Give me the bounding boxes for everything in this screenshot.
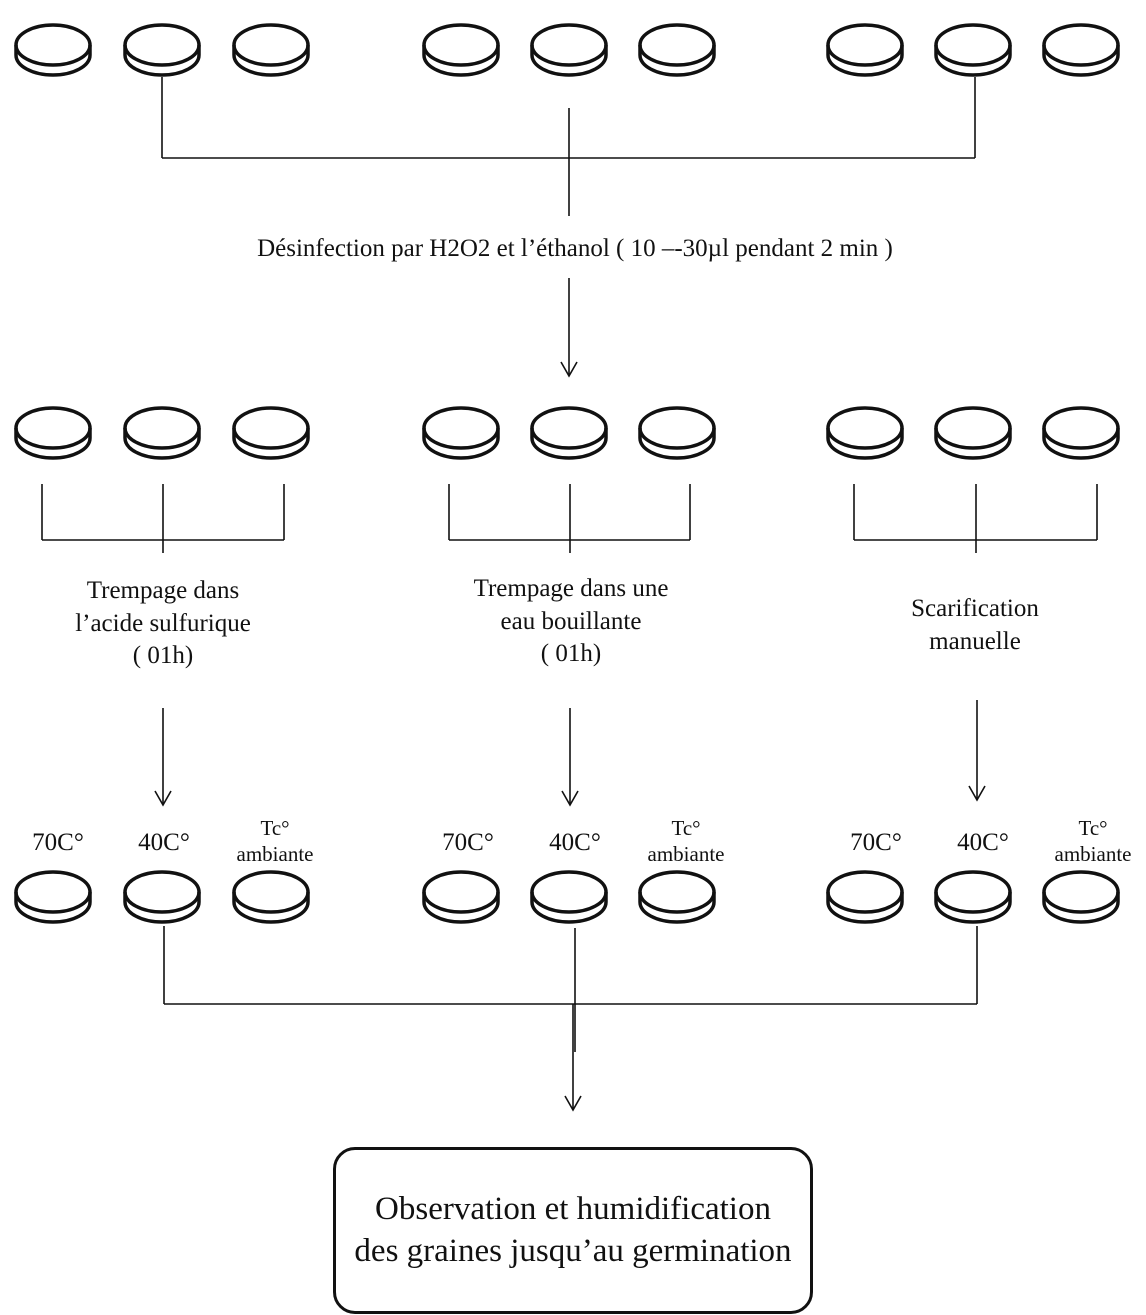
temp-ambient-label-group-3: Tc° ambiante [1043,815,1143,868]
petri-dish-icon [826,406,904,460]
petri-dish-icon [1042,406,1120,460]
arrow-head [560,361,578,378]
petri-dish-icon [826,870,904,924]
petri-dish-icon [232,870,310,924]
petri-dish-icon [14,406,92,460]
petri-dish-icon [530,870,608,924]
petri-dish-icon [638,870,716,924]
petri-dish-icon [530,23,608,77]
temp-tc-text: Tc° [260,816,290,840]
temp-40-label-group-3: 40C° [957,829,1009,856]
petri-dish-icon [422,406,500,460]
final-observation-text: Observation et humidification des graine… [354,1191,792,1269]
petri-dish-icon [123,23,201,77]
temp-40-label-group-1: 40C° [138,829,190,856]
petri-dish-icon [934,870,1012,924]
treatment-sulfuric-line-1: Trempage dans [86,577,240,604]
temp-ambient-text: ambiante [236,842,314,867]
temp-tc-text: Tc° [1078,816,1108,840]
petri-dish-icon [530,406,608,460]
temp-tc-text: Tc° [671,816,701,840]
temp-70-label-group-2: 70C° [442,829,494,856]
petri-dish-icon [232,406,310,460]
petri-dish-icon [934,23,1012,77]
treatment-boiling-line-2: eau bouillante [500,607,642,635]
arrow-head [561,790,579,807]
petri-dish-icon [422,23,500,77]
temp-ambient-label-group-1: Tc° ambiante [225,815,325,868]
petri-dish-icon [638,406,716,460]
treatment-sulfuric-line-2: l’acide sulfurique [75,609,251,637]
treatment-boiling-line-1: Trempage dans une [473,575,669,602]
treatment-boiling-line-3: ( 01h) [540,640,602,667]
temp-ambient-text: ambiante [1054,842,1132,867]
temp-70-label-group-1: 70C° [32,829,84,856]
temp-ambient-label-group-2: Tc° ambiante [636,815,736,868]
disinfection-step-label: Désinfection par H2O2 et l’éthanol ( 10 … [257,235,893,262]
arrow-head [968,785,986,802]
final-observation-box: Observation et humidification des graine… [333,1147,813,1314]
temp-70-label-group-3: 70C° [850,829,902,856]
treatment-sulfuric-acid-label: Trempage dans l’acide sulfurique ( 01h) [42,575,284,673]
treatment-scarification-line-1: Scarification [911,595,1039,622]
petri-dish-icon [638,23,716,77]
treatment-scarification-line-2: manuelle [929,627,1021,655]
petri-dish-icon [1042,870,1120,924]
treatment-scarification-label: Scarification manuelle [870,593,1080,658]
petri-dish-icon [1042,23,1120,77]
petri-dish-icon [232,23,310,77]
temp-ambient-text: ambiante [647,842,725,867]
petri-dish-icon [123,870,201,924]
petri-dish-icon [826,23,904,77]
petri-dish-icon [14,23,92,77]
arrow-head [564,1095,582,1112]
petri-dish-icon [934,406,1012,460]
temp-40-label-group-2: 40C° [549,829,601,856]
petri-dish-icon [123,406,201,460]
arrow-head [154,790,172,807]
petri-dish-icon [422,870,500,924]
treatment-boiling-water-label: Trempage dans une eau bouillante ( 01h) [440,573,702,671]
treatment-sulfuric-line-3: ( 01h) [132,642,194,669]
petri-dish-icon [14,870,92,924]
